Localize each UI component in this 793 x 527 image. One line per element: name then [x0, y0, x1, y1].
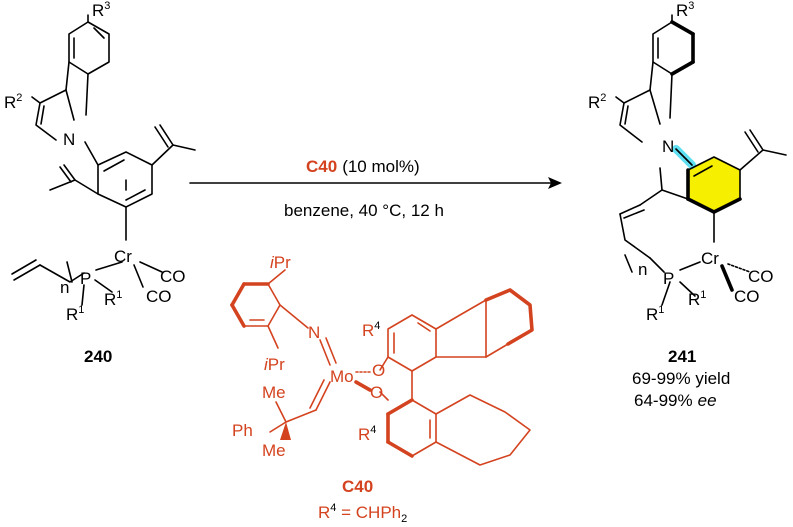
product-r1-a: R1: [646, 304, 664, 324]
catalyst-o-lower: O: [370, 383, 383, 402]
substrate-bonds: [11, 14, 196, 306]
substrate-r2: R2: [4, 92, 22, 112]
catalyst-ph: Ph: [232, 421, 253, 440]
substrate-label: 240: [84, 347, 112, 366]
catalyst-me-top: Me: [262, 383, 286, 402]
catalyst-r4-top: R4: [362, 320, 380, 340]
substrate-r1-b: R1: [104, 289, 122, 309]
substrate-co-1: CO: [160, 267, 186, 286]
conditions-text: benzene, 40 °C, 12 h: [284, 201, 444, 220]
product-ee: 64-99%ee: [634, 391, 717, 410]
catalyst-me-bottom: Me: [262, 441, 286, 460]
product-r2: R2: [588, 92, 606, 112]
substrate-r1-a: R1: [66, 304, 84, 324]
highlight-ring: [688, 157, 740, 212]
product-241: R3 R2 N Cr P n CO CO R1 R1 241 69-99% yi…: [588, 0, 787, 410]
substrate-240: R3 R2 N Cr P n CO CO R1 R1 240: [4, 0, 196, 366]
catalyst-ipr-top: iPr: [270, 253, 291, 272]
catalyst-label: C40: [342, 477, 373, 496]
substrate-co-2: CO: [146, 287, 172, 306]
catalyst-c40: iPr iPr N Mo O O Me Ph Me R4 R4 C40 R4 =…: [230, 253, 534, 525]
substrate-n-atom: N: [63, 130, 75, 149]
product-cr: Cr: [701, 249, 719, 268]
catalyst-bonds: [230, 269, 534, 466]
product-label: 241: [668, 347, 696, 366]
substrate-cr: Cr: [114, 247, 132, 266]
substrate-p: P: [80, 269, 91, 288]
catalyst-r4-bottom: R4: [358, 424, 376, 444]
product-n-index: n: [638, 260, 647, 279]
catalyst-n-atom: N: [308, 323, 320, 342]
reaction-arrow: C40(10 mol%) benzene, 40 °C, 12 h: [189, 157, 562, 220]
catalyst-r4-definition: R4 = CHPh2: [318, 502, 407, 525]
substrate-n-index: n: [60, 278, 69, 297]
catalyst-ipr-bottom: iPr: [264, 355, 285, 374]
product-p: P: [663, 269, 674, 288]
reagent-text: C40(10 mol%): [306, 157, 420, 176]
product-co-2: CO: [734, 287, 760, 306]
product-yield: 69-99% yield: [632, 369, 730, 388]
catalyst-mo: Mo: [330, 367, 354, 386]
product-co-1: CO: [748, 267, 774, 286]
product-bonds: [615, 14, 787, 306]
catalyst-o-upper: O: [372, 361, 385, 380]
product-r3: R3: [676, 0, 694, 20]
substrate-r3: R3: [92, 0, 110, 20]
product-n-atom: N: [662, 137, 674, 156]
product-r1-b: R1: [688, 289, 706, 309]
